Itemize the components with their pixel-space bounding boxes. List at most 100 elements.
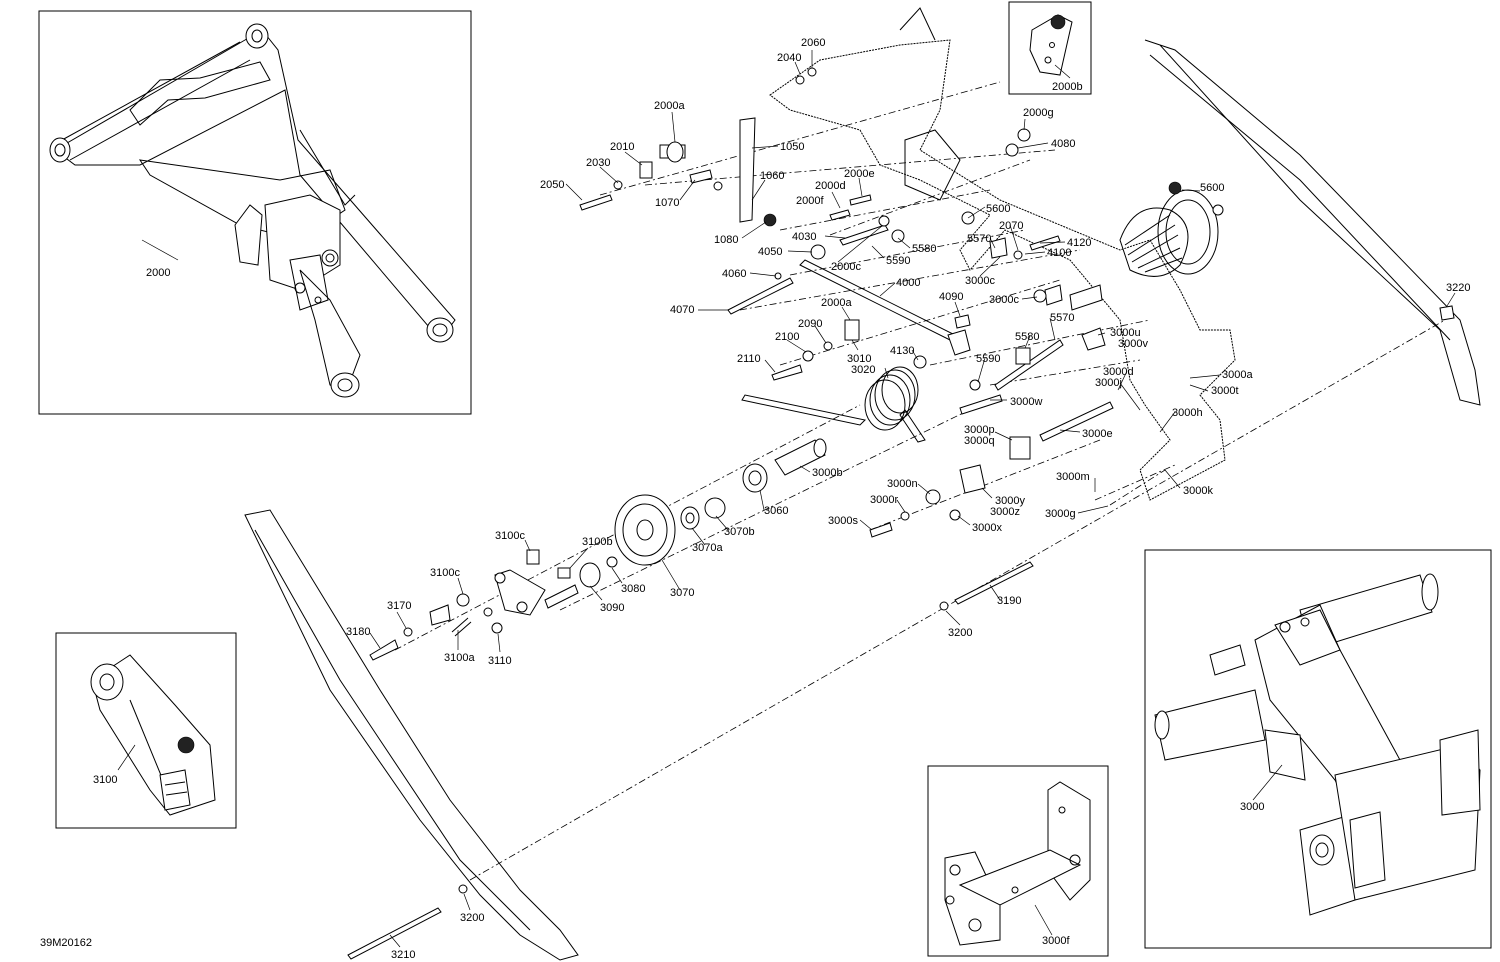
callout-3100c-mid: 3100c	[430, 567, 460, 579]
callout-2000a-top: 2000a	[654, 100, 685, 112]
inset-frame-plate-detail	[927, 765, 1109, 957]
callout-2040: 2040	[777, 52, 801, 64]
callout-2090: 2090	[798, 318, 822, 330]
callout-5590-top: 5590	[886, 255, 910, 267]
callout-3000j: 3000j	[1095, 377, 1122, 389]
callout-2030: 2030	[586, 157, 610, 169]
callout-3000u: 3000u	[1110, 327, 1141, 339]
callout-2000e: 2000e	[844, 168, 875, 180]
callout-2010: 2010	[610, 141, 634, 153]
callout-4030: 4030	[792, 231, 816, 243]
document-code: 39M20162	[40, 937, 92, 949]
callout-2000a-mid: 2000a	[821, 297, 852, 309]
inset-frame-rear-arm-assembly	[1144, 549, 1492, 949]
front-arm-drawing	[49, 23, 456, 398]
callout-3200-low: 3200	[460, 912, 484, 924]
callout-3000c-top: 3000c	[965, 275, 995, 287]
callout-2000b: 2000b	[1052, 81, 1083, 93]
callout-4080: 4080	[1051, 138, 1075, 150]
callout-3000p: 3000p	[964, 424, 995, 436]
callout-4000: 4000	[896, 277, 920, 289]
callout-1070: 1070	[655, 197, 679, 209]
callout-2100: 2100	[775, 331, 799, 343]
callout-3000g: 3000g	[1045, 508, 1076, 520]
callout-5570-mid: 5570	[1050, 312, 1074, 324]
callout-3070a: 3070a	[692, 542, 723, 554]
callout-labels: 2000 2000b 2060 2040 2000a 1050 2010 203…	[93, 37, 1470, 961]
callout-3000f: 3000f	[1042, 935, 1070, 947]
callout-3000r: 3000r	[870, 494, 898, 506]
callout-2110: 2110	[737, 353, 761, 365]
callout-3100b: 3100b	[582, 536, 613, 548]
exploded-parts	[347, 67, 1455, 960]
callout-3000v: 3000v	[1118, 338, 1148, 350]
callout-5570-top: 5570	[967, 233, 991, 245]
callout-3090: 3090	[600, 602, 624, 614]
callout-3000h: 3000h	[1172, 407, 1203, 419]
plate-detail-drawing	[944, 781, 1091, 946]
callout-2000f: 2000f	[796, 195, 824, 207]
callout-3170: 3170	[387, 600, 411, 612]
callout-2000: 2000	[146, 267, 170, 279]
callout-4050: 4050	[758, 246, 782, 258]
callout-3190: 3190	[997, 595, 1021, 607]
callout-3000a: 3000a	[1222, 369, 1253, 381]
callout-3000y: 3000y	[995, 495, 1025, 507]
inset-frame-pivot-arm	[55, 632, 237, 829]
callout-3000n: 3000n	[887, 478, 918, 490]
callout-4070: 4070	[670, 304, 694, 316]
callout-5580-top: 5580	[912, 243, 936, 255]
callout-3000c-mid: 3000c	[989, 294, 1019, 306]
callout-3100a: 3100a	[444, 652, 475, 664]
main-frame-phantom	[244, 7, 1481, 961]
callout-3000q: 3000q	[964, 435, 995, 447]
callout-3080: 3080	[621, 583, 645, 595]
callout-3110: 3110	[488, 655, 512, 667]
callout-3200-mid: 3200	[948, 627, 972, 639]
callout-3100c-top: 3100c	[495, 530, 525, 542]
callout-3000-inset: 3000	[1240, 801, 1264, 813]
callout-3060: 3060	[764, 505, 788, 517]
callout-2000c-left: 2000c	[831, 261, 861, 273]
callout-1060: 1060	[760, 170, 784, 182]
callout-3000m: 3000m	[1056, 471, 1090, 483]
callout-4090: 4090	[939, 291, 963, 303]
leader-lines	[369, 50, 1456, 948]
callout-3070b: 3070b	[724, 526, 755, 538]
callout-3000w: 3000w	[1010, 396, 1042, 408]
callout-3000e: 3000e	[1082, 428, 1113, 440]
callout-3000k: 3000k	[1183, 485, 1213, 497]
callout-3070: 3070	[670, 587, 694, 599]
callout-4060: 4060	[722, 268, 746, 280]
callout-2060: 2060	[801, 37, 825, 49]
callout-3210: 3210	[391, 949, 415, 961]
callout-3010: 3010	[847, 353, 871, 365]
callout-1050: 1050	[780, 141, 804, 153]
rear-arm-assembly-drawing	[1154, 573, 1481, 916]
callout-4120: 4120	[1067, 237, 1091, 249]
callout-3000d: 3000d	[1103, 366, 1134, 378]
callout-3000s: 3000s	[828, 515, 858, 527]
callout-5600-mid: 5600	[986, 203, 1010, 215]
callout-3000x: 3000x	[972, 522, 1002, 534]
callout-3180: 3180	[346, 626, 370, 638]
callout-3220: 3220	[1446, 282, 1470, 294]
callout-4100: 4100	[1047, 247, 1071, 259]
callout-2000d: 2000d	[815, 180, 846, 192]
callout-1080: 1080	[714, 234, 738, 246]
inset-frame-front-arm	[38, 10, 472, 415]
callout-5590-mid: 5590	[976, 353, 1000, 365]
callout-2070: 2070	[999, 220, 1023, 232]
inset-frame-bracket-detail	[1008, 1, 1092, 95]
callout-2050: 2050	[540, 179, 564, 191]
callout-3100: 3100	[93, 774, 117, 786]
bracket-detail-drawing	[1029, 14, 1073, 79]
callout-4130: 4130	[890, 345, 914, 357]
assembly-axes	[394, 81, 1446, 881]
callout-3020: 3020	[851, 364, 875, 376]
callout-3000z: 3000z	[990, 506, 1020, 518]
pivot-arm-drawing	[90, 654, 216, 816]
callout-5580-mid: 5580	[1015, 331, 1039, 343]
callout-5600-right: 5600	[1200, 182, 1224, 194]
